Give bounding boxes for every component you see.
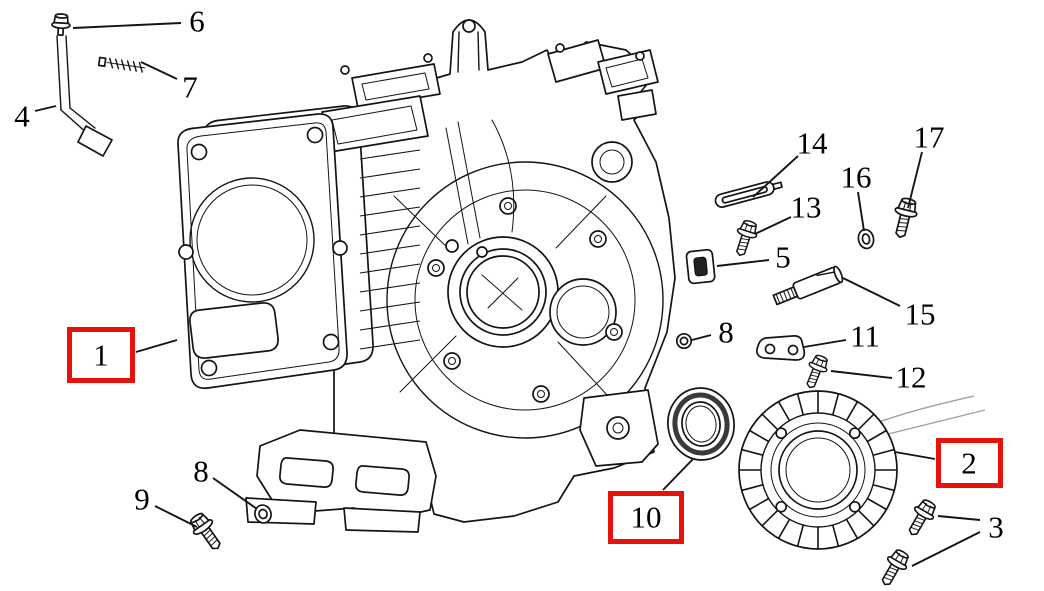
leader-line-10 — [662, 458, 694, 491]
bolt-layer — [189, 197, 936, 586]
cylinder-gasket — [177, 113, 348, 390]
bolt-part-17 — [894, 197, 918, 239]
bolt-part-3b — [881, 549, 909, 586]
block-part5 — [685, 248, 716, 285]
callout-label-4: 4 — [14, 98, 30, 134]
callout-label-15: 15 — [904, 296, 936, 332]
callout-label-3: 3 — [988, 509, 1004, 545]
callout-label-8b: 8 — [718, 314, 734, 350]
highlight-box-1 — [67, 327, 135, 383]
leader-line-3 — [937, 515, 981, 521]
bolt-part-13 — [735, 219, 758, 257]
bracket-part11 — [756, 335, 806, 361]
bent-rod-part4 — [56, 35, 113, 157]
callout-label-9: 9 — [134, 481, 150, 517]
highlight-box-10 — [608, 491, 684, 544]
link-part14 — [714, 181, 783, 208]
leader-line-17 — [907, 151, 923, 209]
leader-line-11 — [803, 339, 847, 348]
callout-label-2: 2 — [961, 445, 977, 481]
rotor-ring-part2 — [738, 390, 986, 550]
leader-line-4 — [34, 105, 57, 112]
callout-label-16: 16 — [840, 159, 872, 195]
leader-line-5 — [716, 259, 770, 267]
leader-line-14 — [752, 155, 799, 198]
bolt-part-3a — [908, 499, 936, 536]
leader-line-9 — [154, 505, 198, 528]
stud-part15 — [772, 265, 844, 306]
callout-label-12: 12 — [895, 359, 927, 395]
cooling-fins — [359, 130, 421, 350]
leader-line-16 — [857, 191, 865, 232]
callout-label-8a: 8 — [193, 453, 209, 489]
leader-line-6 — [72, 22, 182, 29]
rotor-teeth — [739, 391, 897, 549]
leader-line-3 — [911, 531, 981, 567]
leader-line-8b — [691, 334, 712, 341]
callout-label-13: 13 — [790, 189, 822, 225]
mounting-plates — [321, 53, 441, 153]
crankcase-body — [245, 19, 676, 533]
bolt-part-12 — [806, 354, 828, 389]
leader-line-12 — [830, 370, 893, 379]
oring-part8 — [675, 332, 693, 350]
callout-label-11: 11 — [850, 318, 880, 354]
callout-label-1: 1 — [93, 337, 109, 373]
highlight-box-2 — [936, 438, 1003, 488]
bolt-part6 — [51, 13, 71, 36]
callout-label-14: 14 — [796, 125, 828, 161]
leader-line-13 — [754, 216, 792, 235]
leader-line-1 — [135, 339, 178, 353]
leader-line-7 — [140, 61, 178, 80]
callout-label-6: 6 — [189, 3, 205, 39]
bolt-part-9 — [189, 512, 221, 550]
callout-label-5: 5 — [775, 239, 791, 275]
callout-label-7: 7 — [182, 69, 198, 105]
leader-line-8a — [212, 477, 258, 510]
leader-line-15 — [842, 277, 901, 307]
screw-spring-part7 — [97, 56, 146, 73]
callout-label-17: 17 — [913, 119, 945, 155]
oil-seal-part10 — [667, 387, 735, 461]
callout-label-10: 10 — [630, 499, 662, 535]
washer-part8 — [254, 504, 272, 524]
leader-line-2 — [894, 451, 936, 460]
